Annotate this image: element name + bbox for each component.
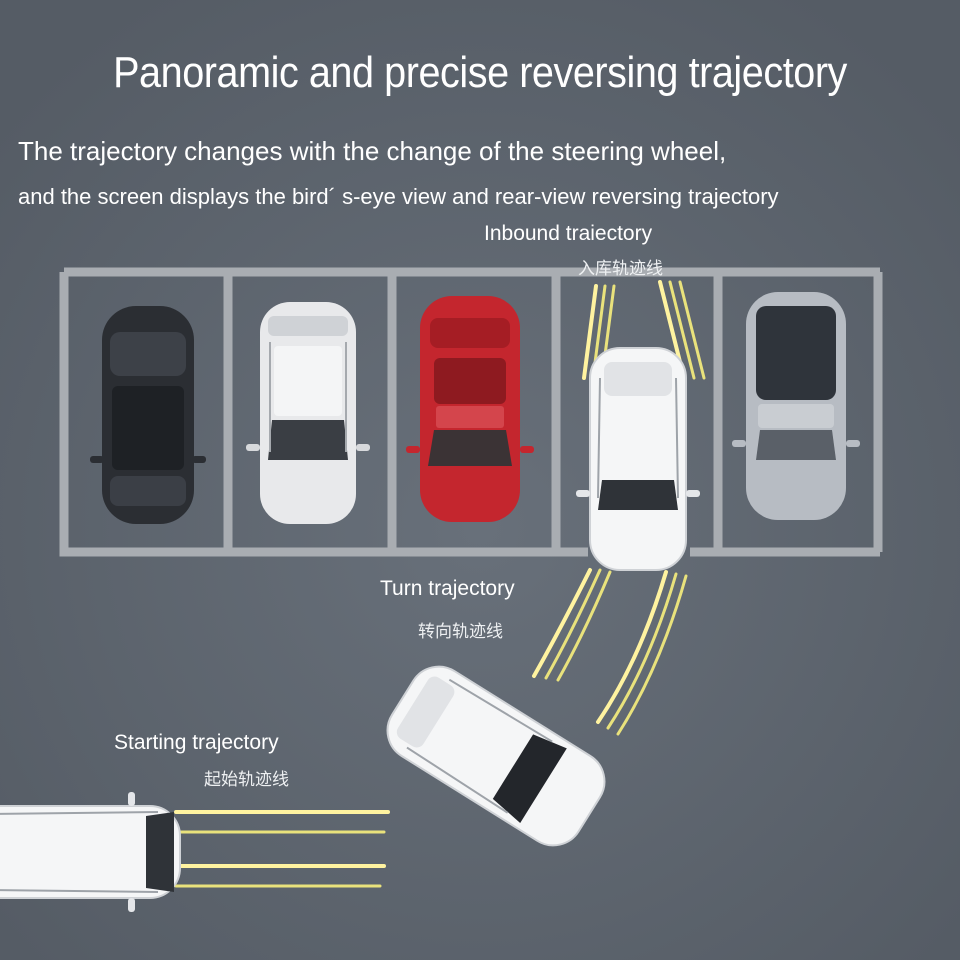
parked-car-black	[90, 306, 206, 524]
parked-car-white	[246, 302, 370, 524]
parking-lot	[59, 267, 883, 557]
trajectory-lines	[173, 280, 706, 888]
reversing-car-turn	[386, 665, 606, 847]
parked-car-grey	[732, 292, 860, 520]
label-inbound-en: Inbound traiectory	[484, 222, 653, 245]
label-turn-zh: 转向轨迹线	[418, 622, 503, 641]
label-start-zh: 起始轨迹线	[204, 770, 289, 789]
reversing-car-start	[0, 792, 181, 912]
reversing-car-slot	[576, 347, 700, 571]
subtitle-line-2: and the screen displays the bird´ s-eye …	[18, 184, 779, 209]
page-title: Panoramic and precise reversing trajecto…	[113, 48, 847, 97]
label-inbound-zh: 入库轨迹线	[578, 259, 663, 278]
parked-car-red	[406, 296, 534, 522]
label-turn-en: Turn trajectory	[380, 577, 515, 600]
label-start-en: Starting trajectory	[114, 731, 279, 754]
subtitle-line-1: The trajectory changes with the change o…	[18, 136, 727, 166]
